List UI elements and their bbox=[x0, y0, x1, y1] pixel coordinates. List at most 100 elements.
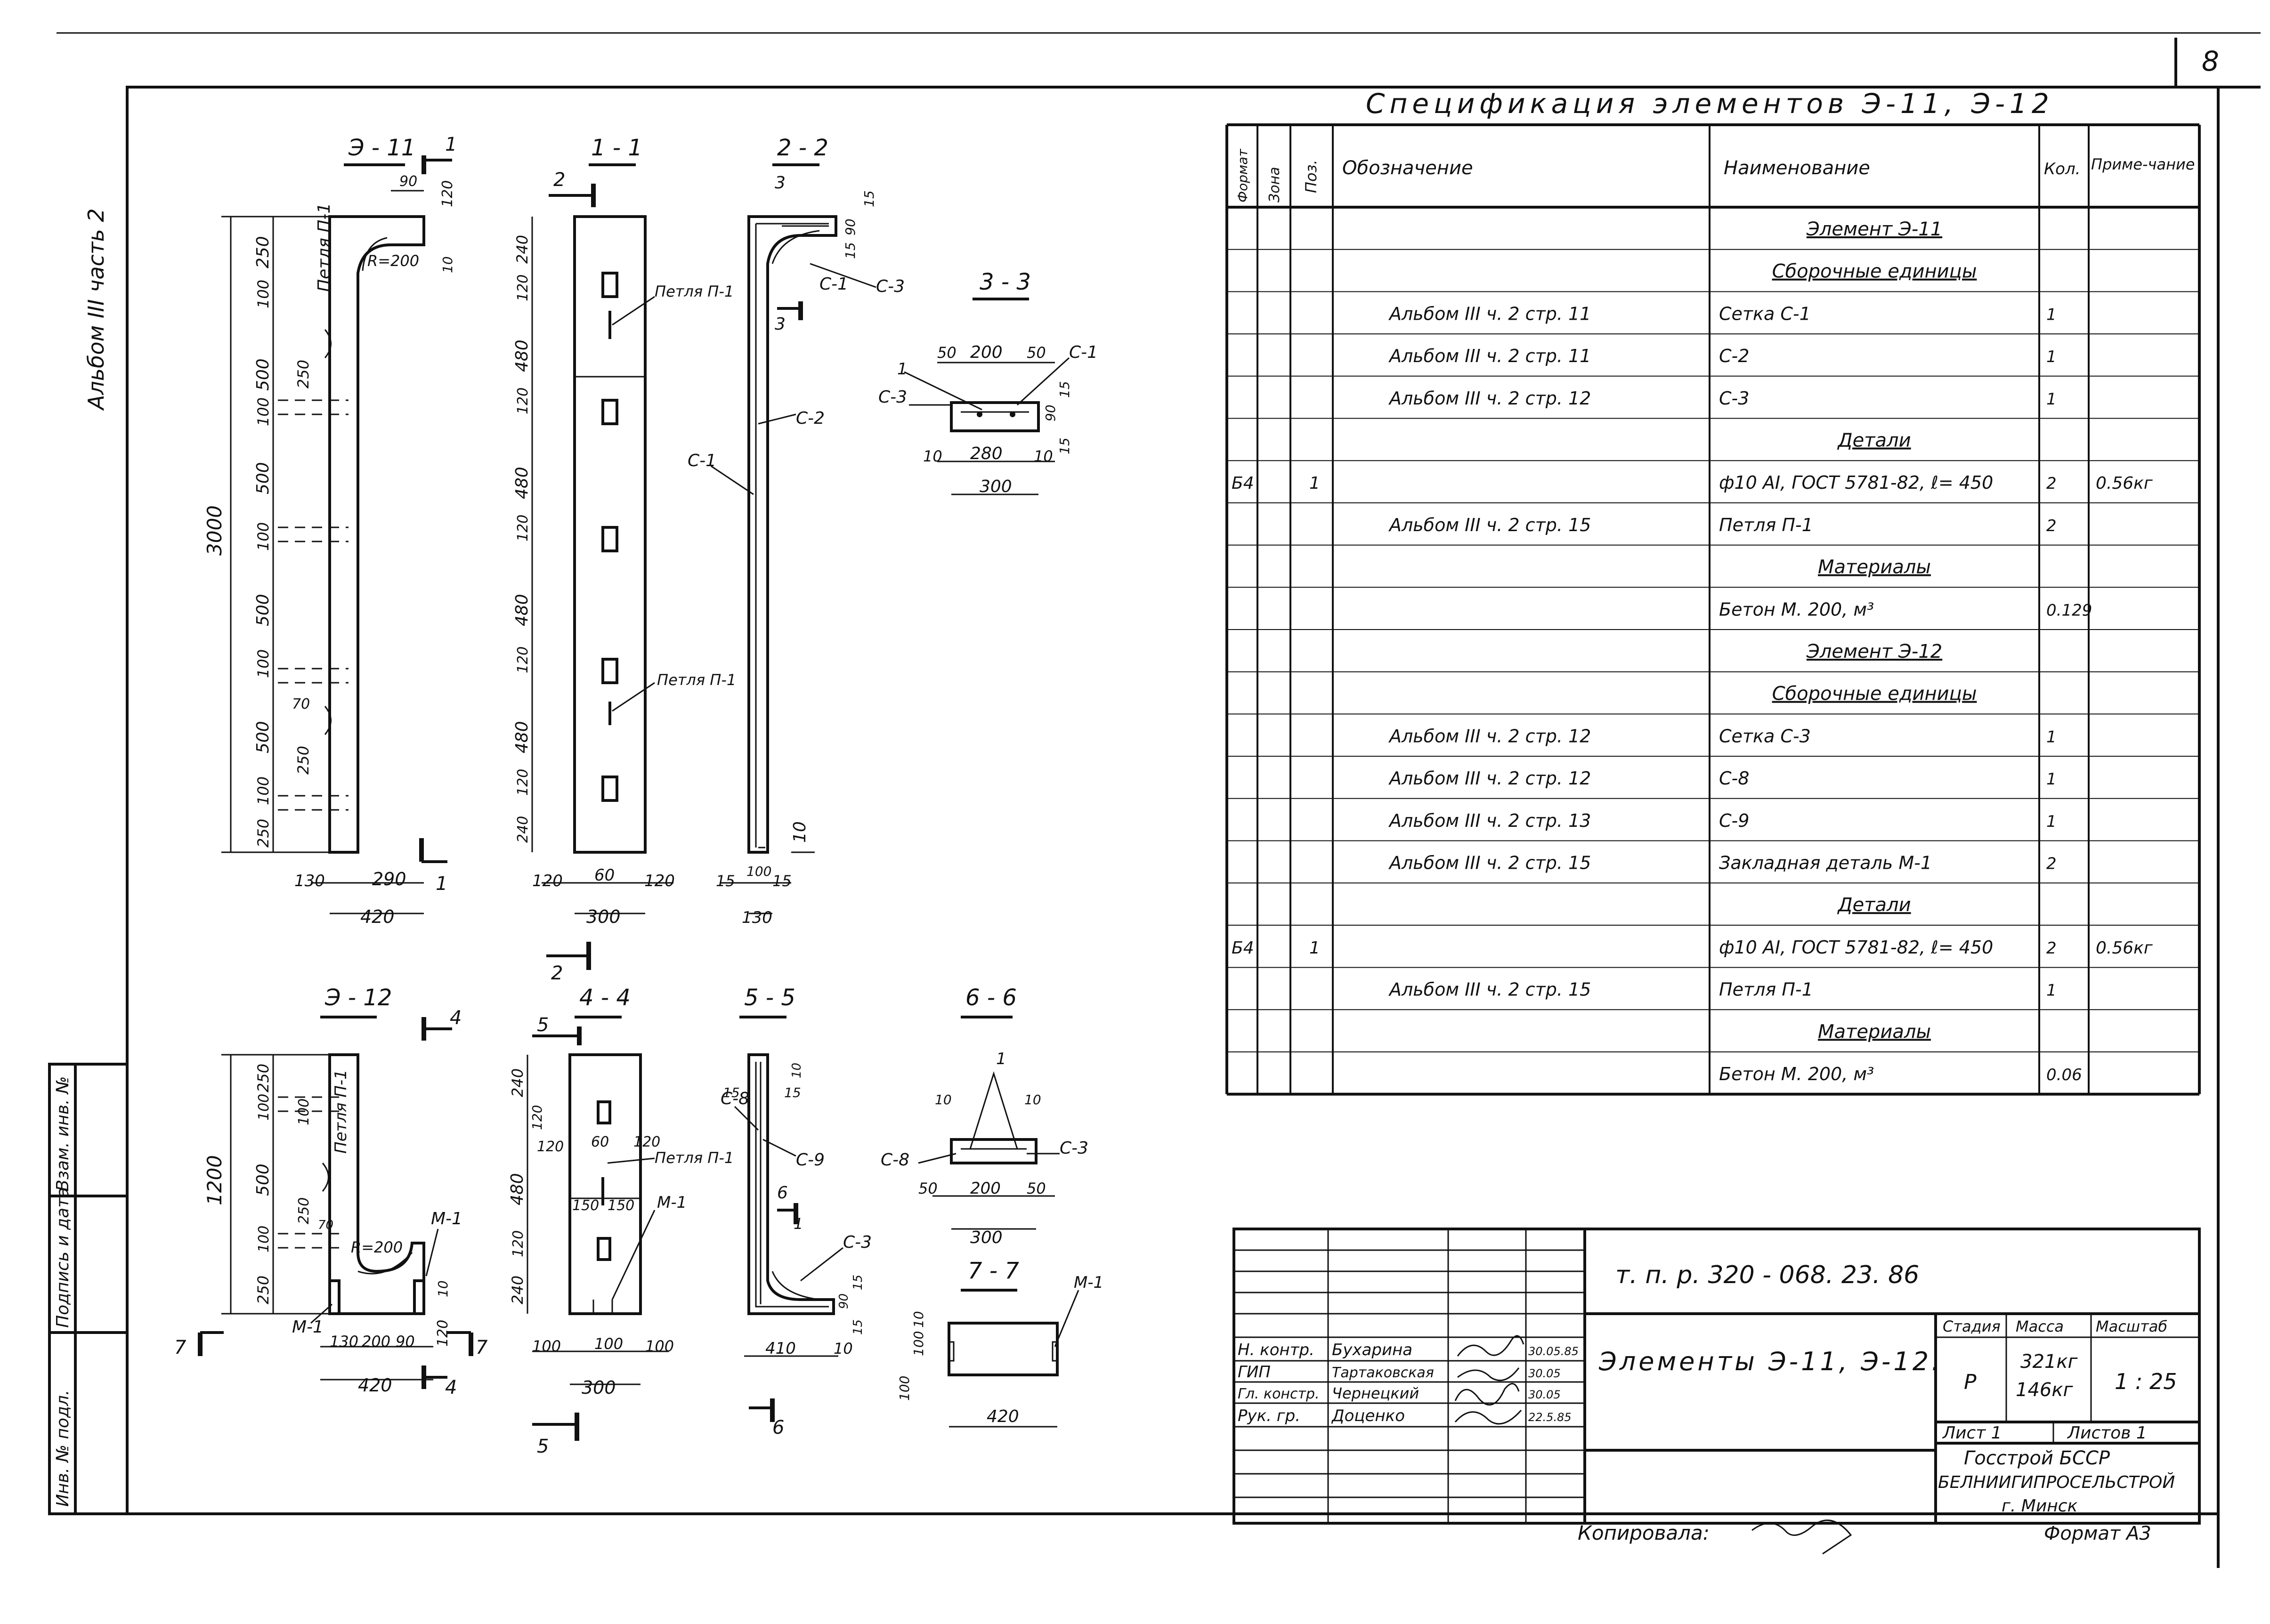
e11-cut-label-bottom: 1 bbox=[436, 873, 447, 895]
signature-mark bbox=[1454, 1410, 1522, 1425]
s44-bottom-dim: 100 bbox=[594, 1335, 623, 1353]
e11-loop bbox=[324, 329, 332, 358]
e11-dim: 100 bbox=[254, 776, 272, 805]
scale-label: Масштаб bbox=[2096, 1317, 2167, 1335]
e11-outline bbox=[328, 215, 425, 854]
s11-opening bbox=[601, 526, 618, 552]
s22-cut-2: 3 bbox=[775, 315, 786, 334]
spec-header-qty: Кол. bbox=[2044, 160, 2080, 178]
s22-rebar-bend bbox=[771, 230, 820, 264]
s22-label: С-1 bbox=[688, 451, 716, 470]
spec-cell-name: Петля П-1 bbox=[1719, 515, 1813, 535]
s66-outline bbox=[950, 1138, 1038, 1164]
spec-cell-qty: 2 bbox=[2046, 939, 2057, 958]
spec-cell-name: Бетон М. 200, м³ bbox=[1719, 599, 1874, 620]
title-block bbox=[1232, 1228, 2201, 1525]
s22-width: 130 bbox=[742, 908, 772, 927]
e12-cut7: 7 bbox=[174, 1337, 186, 1358]
signer-role: Н. контр. bbox=[1238, 1341, 1314, 1359]
s66-dim: 10 bbox=[935, 1092, 952, 1107]
s55-label: С-8 bbox=[721, 1089, 749, 1108]
signer-role: ГИП bbox=[1238, 1363, 1271, 1382]
s33-bar bbox=[977, 412, 982, 417]
s22-label: С-2 bbox=[796, 409, 825, 428]
spec-cell-designation: Альбом III ч. 2 стр. 15 bbox=[1388, 515, 1591, 535]
s66-bottom-dim: 50 bbox=[1027, 1180, 1046, 1197]
spec-header-format: Формат bbox=[1235, 149, 1250, 202]
s11-dim: 480 bbox=[512, 467, 532, 499]
spec-cell-note: 0.56кг bbox=[2096, 474, 2153, 493]
s44-bottom-dim: 100 bbox=[645, 1337, 674, 1355]
s55-dim: 15 bbox=[723, 1085, 740, 1100]
s33-outline bbox=[950, 401, 1040, 432]
s44-bottom-dim: 100 bbox=[532, 1337, 561, 1355]
s55-dim: 90 bbox=[837, 1293, 851, 1309]
e12-dim: 250 bbox=[254, 1064, 272, 1092]
s55-title: 5 - 5 bbox=[744, 985, 795, 1011]
spec-title: Спецификация элементов Э-11, Э-12 bbox=[1366, 88, 2054, 120]
e11-dim: 500 bbox=[253, 462, 273, 494]
s22-pos-1: С-1 bbox=[819, 275, 848, 294]
view-s22: 2 - 2 3 3 С-3 С-1 С-2 С-1 15 90 15 10 15… bbox=[688, 135, 905, 927]
spec-section-heading: Детали bbox=[1837, 430, 1911, 452]
e11-radius bbox=[362, 237, 388, 271]
s44-top-dim: 60 bbox=[591, 1134, 609, 1150]
s33-label: С-1 bbox=[1069, 343, 1098, 362]
s11-dim: 480 bbox=[512, 721, 532, 753]
s11-width: 300 bbox=[586, 906, 621, 927]
spec-section-heading: Элемент Э-11 bbox=[1806, 218, 1942, 240]
e11-sub-dim: 250 bbox=[294, 360, 312, 388]
signer-name: Доценко bbox=[1331, 1406, 1405, 1425]
view-e11: Э - 11 1 1 R=200 Петля П-1 3000 250 100 bbox=[203, 134, 457, 927]
view-s55: 5 - 5 С-8 С-9 С-3 1 6 15 15 10 15 90 15 … bbox=[721, 985, 872, 1438]
s11-opening bbox=[601, 658, 618, 684]
s33-top-dim: 50 bbox=[1027, 344, 1046, 362]
s11-title: 1 - 1 bbox=[591, 135, 642, 161]
s44-dim: 240 bbox=[509, 1276, 527, 1304]
e12-right-dim: 10 bbox=[435, 1280, 451, 1297]
e12-bottom-dim: 90 bbox=[396, 1333, 415, 1350]
org-line-2: БЕЛНИИГИПРОСЕЛЬСТРОЙ bbox=[1938, 1472, 2175, 1492]
signer-role: Гл. констр. bbox=[1238, 1386, 1320, 1402]
s33-bar bbox=[1010, 412, 1015, 417]
s44-opening bbox=[597, 1237, 611, 1261]
spec-cell-pos: 1 bbox=[1309, 938, 1320, 958]
signer-date: 22.5.85 bbox=[1528, 1411, 1572, 1424]
s33-label: С-3 bbox=[878, 388, 907, 407]
spec-cell-name: Сетка С-3 bbox=[1719, 726, 1811, 746]
sheet-number: 8 bbox=[2202, 45, 2219, 77]
s11-dim: 120 bbox=[515, 388, 531, 414]
spec-cell-qty: 1 bbox=[2046, 305, 2057, 324]
s77-dim: 100 bbox=[897, 1376, 912, 1401]
s66-title: 6 - 6 bbox=[965, 985, 1017, 1011]
spec-cell-pos: 1 bbox=[1309, 474, 1320, 493]
s44-m1-label: М-1 bbox=[657, 1193, 687, 1212]
e12-dim: 100 bbox=[256, 1094, 272, 1121]
s44-width: 300 bbox=[582, 1377, 616, 1398]
spec-cell-qty: 1 bbox=[2046, 727, 2057, 746]
spec-cell-designation: Альбом III ч. 2 стр. 11 bbox=[1388, 346, 1591, 366]
spec-cell-designation: Альбом III ч. 2 стр. 13 bbox=[1388, 810, 1591, 831]
spec-section-heading: Материалы bbox=[1818, 557, 1931, 578]
spec-cell-qty: 2 bbox=[2046, 855, 2057, 873]
e11-loop-label: Петля П-1 bbox=[315, 203, 334, 292]
s11-dim: 120 bbox=[515, 515, 531, 541]
e12-cut7-right: 7 bbox=[476, 1337, 488, 1358]
s33-right-dim: 15 bbox=[1057, 381, 1072, 398]
s55-label: С-3 bbox=[843, 1233, 872, 1252]
s11-opening bbox=[601, 399, 618, 425]
s33-title: 3 - 3 bbox=[980, 269, 1031, 295]
s33-right-dim: 15 bbox=[1057, 437, 1072, 454]
s33-right-dim: 90 bbox=[1043, 404, 1058, 421]
signer-name: Бухарина bbox=[1332, 1341, 1412, 1359]
spec-section-heading: Сборочные единицы bbox=[1772, 683, 1977, 705]
s33-bottom-dim: 280 bbox=[970, 444, 1003, 463]
e12-sub-dim: 250 bbox=[296, 1197, 312, 1224]
signer-name: Чернецкий bbox=[1332, 1384, 1419, 1402]
s66-label: 1 bbox=[996, 1050, 1006, 1068]
s11-bottom-dim: 120 bbox=[644, 872, 675, 890]
s77-title: 7 - 7 bbox=[968, 1258, 1019, 1284]
s44-mid-dim: 150 bbox=[572, 1197, 599, 1214]
s44-outline bbox=[568, 1053, 642, 1315]
